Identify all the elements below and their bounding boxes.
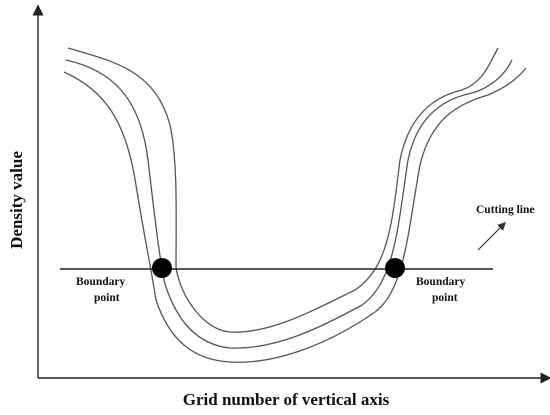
density-curve-outer bbox=[63, 67, 527, 363]
boundary-point-right bbox=[385, 258, 405, 278]
cutting-line-arrow bbox=[477, 222, 506, 251]
x-axis-label: Grid number of vertical axis bbox=[183, 390, 390, 409]
boundary-right-label-2: point bbox=[432, 292, 458, 304]
boundary-right-label-1: Boundary bbox=[416, 276, 465, 288]
density-curve-middle bbox=[65, 59, 513, 349]
y-axis-label: Density value bbox=[7, 151, 26, 249]
cutting-line-label: Cutting line bbox=[476, 204, 534, 216]
density-curve-inner bbox=[67, 47, 499, 333]
boundary-left-label-2: point bbox=[94, 292, 120, 304]
boundary-left-label-1: Boundary bbox=[76, 276, 125, 288]
boundary-point-left bbox=[152, 258, 172, 278]
